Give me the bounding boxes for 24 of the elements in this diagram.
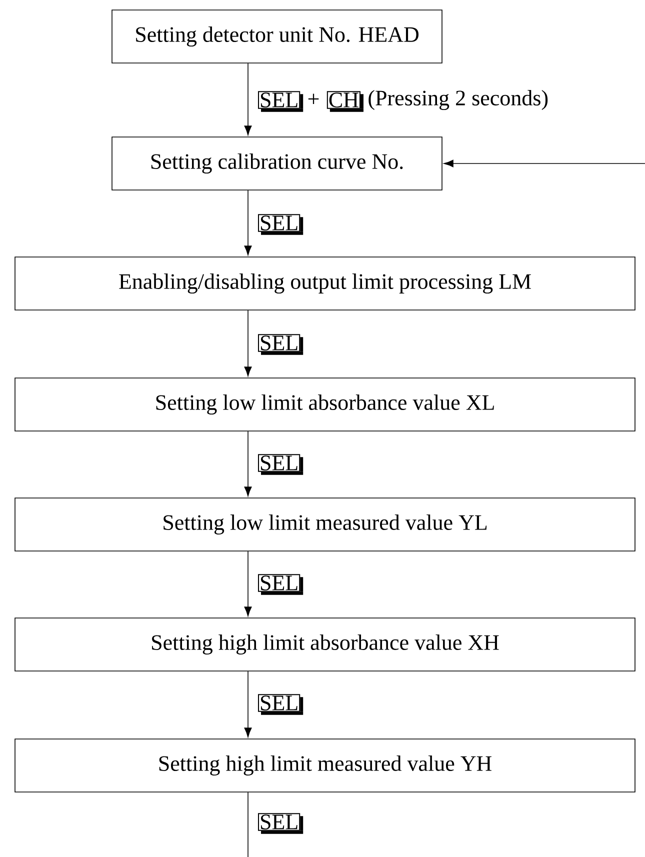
key-label: SEL xyxy=(258,334,304,355)
arrow xyxy=(244,431,252,496)
key-label: SEL xyxy=(258,454,304,475)
process-box: Setting calibration curve No. xyxy=(112,136,442,190)
label-text: (Pressing 2 seconds) xyxy=(368,90,548,110)
process-box: Setting detector unit No. HEAD xyxy=(112,10,442,64)
process-box: Setting high limit measured value YH xyxy=(14,738,636,792)
process-box: Setting low limit measured value YL xyxy=(14,498,636,552)
arrow xyxy=(444,160,645,168)
key-label: SEL xyxy=(258,91,304,112)
key-label: CH xyxy=(326,91,364,112)
label-text: + xyxy=(308,94,319,104)
process-box: Enabling/disabling output limit processing LM xyxy=(14,256,636,310)
arrow xyxy=(244,63,252,136)
arrow xyxy=(244,190,252,256)
process-box: Setting low limit absorbance value XL xyxy=(14,378,636,432)
key-label: SEL xyxy=(258,813,304,834)
key-label: SEL xyxy=(258,574,304,595)
key-label: SEL xyxy=(258,214,304,235)
arrow xyxy=(244,310,252,376)
process-box: Setting high limit absorbance value XH xyxy=(14,618,636,672)
arrow xyxy=(244,551,252,616)
key-label: SEL xyxy=(258,694,304,715)
arrow xyxy=(244,671,252,738)
